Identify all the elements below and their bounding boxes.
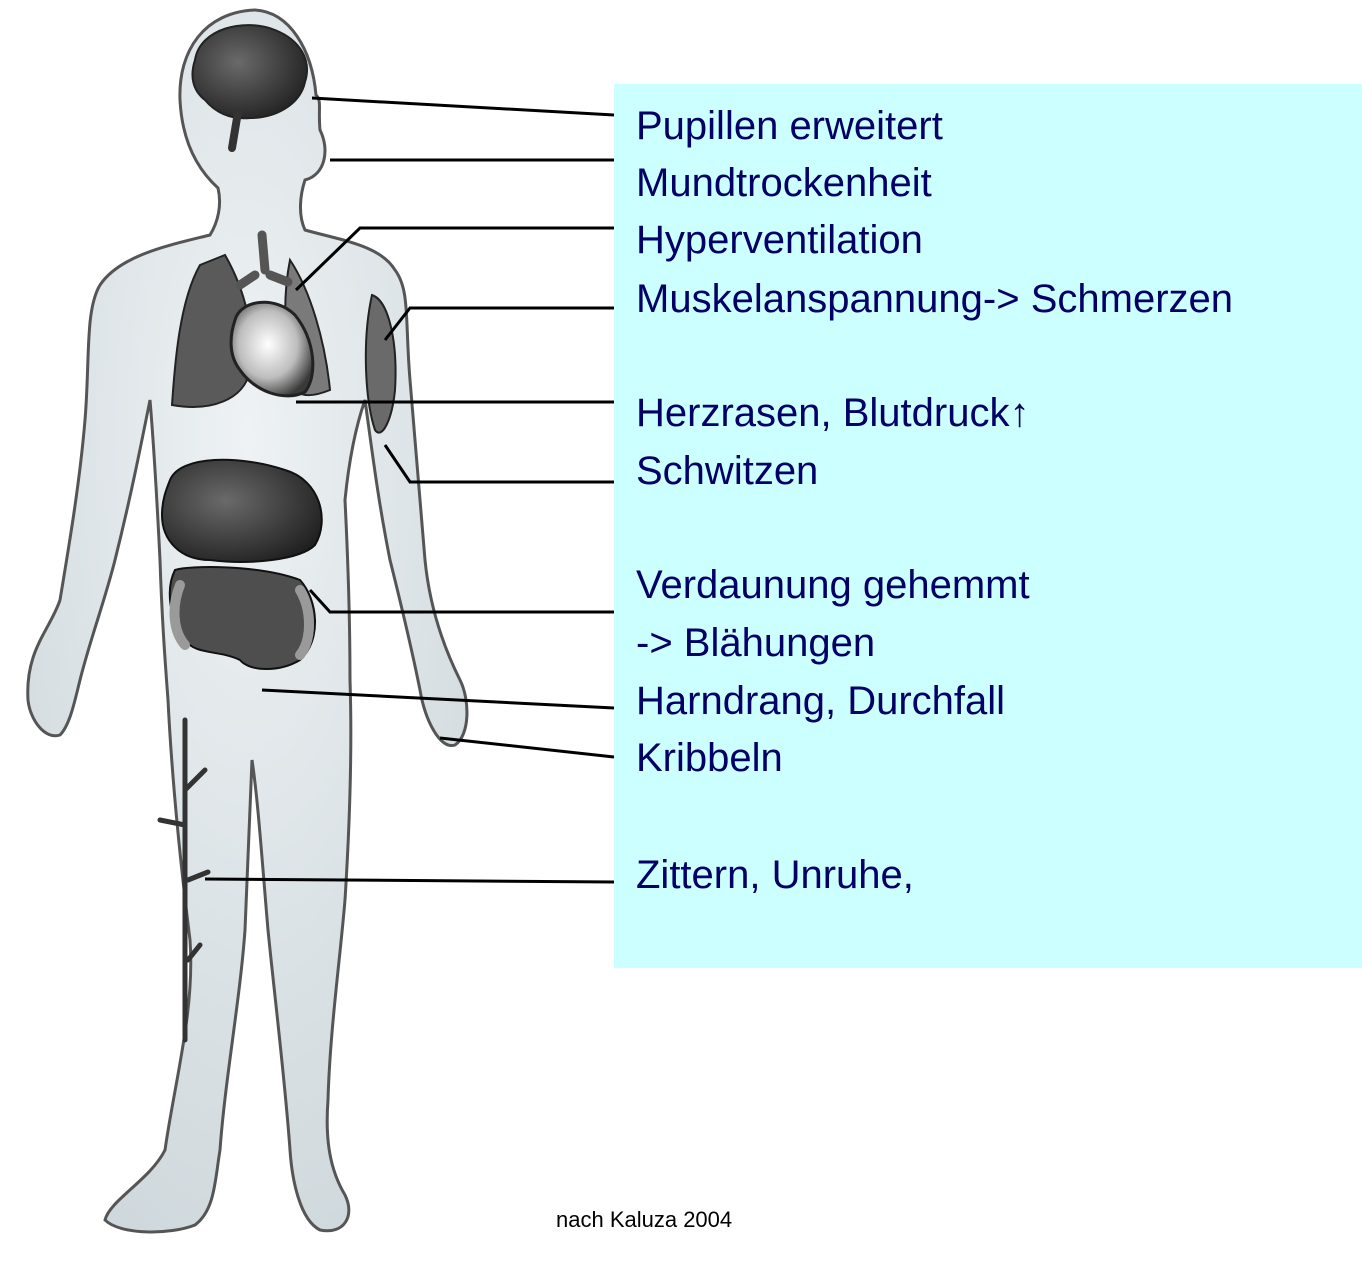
symptom-breathing: Hyperventilation [636, 216, 923, 264]
symptom-mouth: Mundtrockenheit [636, 159, 932, 207]
symptom-muscle: Muskelanspannung-> Schmerzen [636, 275, 1233, 323]
symptom-heart: Herzrasen, Blutdruck↑ [636, 389, 1029, 437]
liver-organ [162, 460, 322, 562]
leader-line-digestion [310, 590, 614, 612]
leader-line-pupils [312, 98, 614, 115]
symptom-digestion: Verdaunung gehemmt [636, 561, 1030, 609]
symptom-bladder: Harndrang, Durchfall [636, 677, 1005, 725]
brain-organ [192, 25, 306, 118]
symptom-tremor: Zittern, Unruhe, [636, 851, 914, 899]
leader-line-tingling [440, 738, 614, 757]
symptom-pupils: Pupillen erweitert [636, 102, 943, 150]
symptom-tingling: Kribbeln [636, 734, 783, 782]
symptom-bloating: -> Blähungen [636, 619, 875, 667]
symptom-sweat: Schwitzen [636, 447, 818, 495]
leader-line-muscle [385, 308, 614, 340]
source-credit: nach Kaluza 2004 [556, 1206, 732, 1234]
